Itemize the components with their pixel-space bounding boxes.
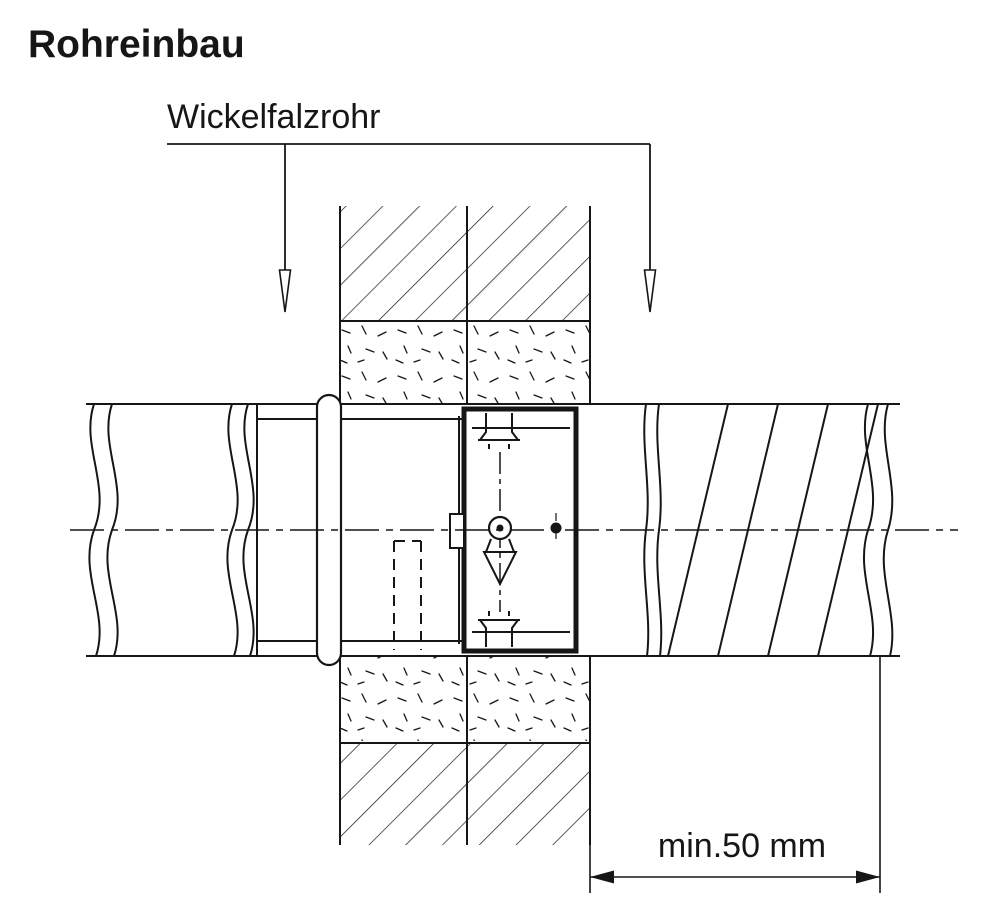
pipe-label-leader: Wickelfalzrohr — [167, 98, 657, 313]
wall-packing-lower — [341, 657, 589, 741]
page-title: Rohreinbau — [28, 23, 245, 66]
down-arrow-icon — [278, 269, 292, 313]
joint-line — [656, 403, 663, 657]
horizontal-dimension-arrow-icon — [856, 870, 880, 884]
break-line — [226, 403, 239, 657]
wall-packing-upper — [341, 322, 589, 404]
pipe-outline — [86, 403, 900, 657]
wall-section — [339, 206, 591, 845]
dimension-min50: min.50 mm — [589, 656, 881, 893]
down-arrow-icon — [643, 269, 657, 313]
horizontal-dimension-arrow-icon — [590, 870, 614, 884]
pipe-label: Wickelfalzrohr — [167, 98, 380, 136]
leader-lines — [167, 143, 651, 272]
blade-mechanism — [482, 538, 518, 587]
dimension-label: min.50 mm — [658, 827, 826, 865]
wall-hatch-lower — [341, 743, 589, 845]
dimension-lines — [589, 656, 881, 893]
wall-outline — [339, 206, 591, 845]
bolt-dot — [550, 522, 562, 534]
wall-hatch-upper — [341, 206, 589, 320]
hidden-sleeve-dashed — [393, 540, 422, 650]
